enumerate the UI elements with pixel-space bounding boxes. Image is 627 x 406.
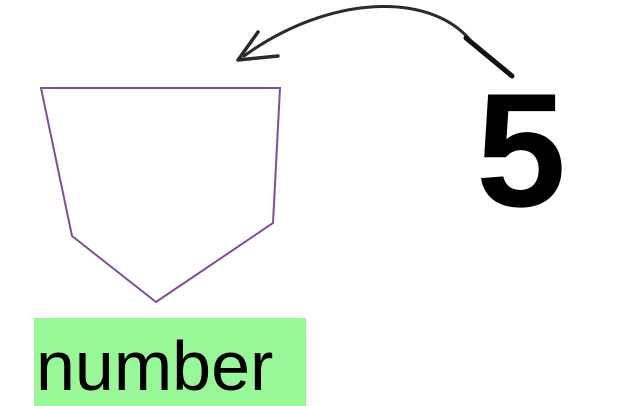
variable-label: number xyxy=(36,327,274,405)
arrow-head-icon xyxy=(236,30,280,62)
curved-arrow xyxy=(242,4,472,58)
label-background xyxy=(34,318,306,406)
arrow-tail-stroke xyxy=(463,35,515,79)
value-text: 5 xyxy=(476,60,567,241)
pocket-container xyxy=(39,87,282,304)
